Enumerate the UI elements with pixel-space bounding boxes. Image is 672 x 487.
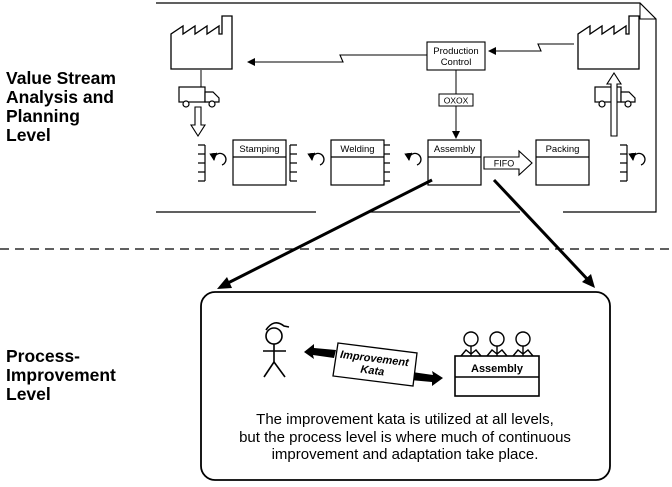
schedule-box-label: OXOX [444,96,469,106]
kata-label-line2: Kata [360,364,385,379]
process-box-welding [330,139,385,186]
supplier-truck-icon [178,86,220,108]
improvement-kata-arrow [304,342,443,387]
fifo-label: FIFO [494,159,515,169]
arrow-to-process-level-right [492,178,592,284]
sheet-folded-corner [639,3,656,20]
process-improvement-level-label: Process- Improvement Level [6,346,116,404]
shipment-arrow-up [605,71,623,137]
process-box-packing [535,139,590,186]
workers-icon [460,331,534,357]
process-label-packing: Packing [546,144,580,155]
info-flow-from-customer [488,43,574,55]
supplier-factory-icon [170,15,233,70]
value-stream-level-label: Value Stream Analysis and Planning Level [6,68,116,145]
process-box-stamping [232,139,287,186]
customer-factory-icon [577,15,640,70]
arrowhead-left [217,277,232,289]
shipment-arrow-down [189,106,207,138]
arrowhead-right [582,274,595,288]
pull-icon [209,152,646,166]
fifo-arrow [483,149,533,177]
production-control-line2: Control [441,57,472,68]
assembly-station-box [454,355,540,397]
process-label-stamping: Stamping [239,144,279,155]
person-icon [263,322,290,378]
assembly-station-label: Assembly [471,363,524,375]
process-label-assembly: Assembly [434,144,475,155]
production-control-line1: Production [433,46,478,57]
process-box-assembly [427,139,482,186]
info-flow-to-supplier [247,54,427,66]
process-level-box [200,291,611,481]
process-label-welding: Welding [340,144,374,155]
arrow-to-process-level-left [221,178,433,288]
process-level-caption: The improvement kata is utilized at all … [239,411,571,463]
